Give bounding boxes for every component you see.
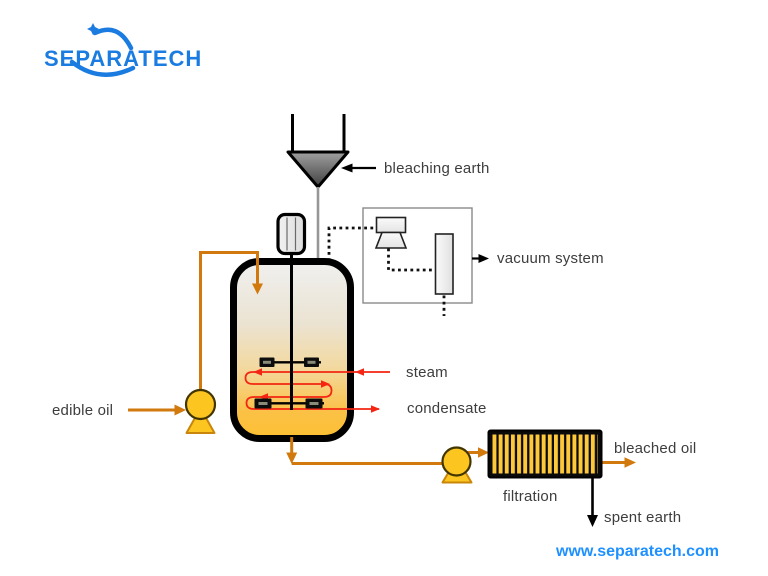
edible-oil-label: edible oil	[52, 402, 114, 419]
feed-pump-icon	[184, 388, 217, 434]
bleaching-earth-arrow	[341, 163, 376, 173]
bleaching-earth-hopper-icon	[286, 114, 350, 189]
vacuum-system-label: vacuum system	[497, 250, 604, 267]
vacuum-column-icon	[434, 233, 454, 295]
spent-earth-arrow	[587, 477, 598, 527]
vacuum-unit-box	[362, 207, 473, 304]
ejector-icon	[375, 216, 407, 234]
vacuum-system-arrow	[472, 254, 489, 263]
ejector-diffuser-icon	[374, 231, 408, 249]
logo-text: SEPARATECH	[44, 46, 203, 71]
bleaching-earth-label: bleaching earth	[384, 160, 490, 177]
vapour-dotted-lines	[327, 226, 446, 316]
filter-icon	[487, 429, 603, 479]
sparkle-icon	[87, 23, 99, 35]
agitator-icon	[254, 253, 324, 410]
agitator-motor-icon	[276, 212, 307, 256]
condensate-label: condensate	[407, 400, 487, 417]
spent-earth-label: spent earth	[604, 509, 682, 526]
filtration-label: filtration	[503, 488, 558, 505]
discharge-pump-icon	[441, 446, 473, 484]
bleached-oil-label: bleached oil	[614, 440, 697, 457]
steam-label: steam	[406, 364, 448, 381]
oil-pipe-arrowheads	[174, 283, 636, 468]
website-link[interactable]: www.separatech.com	[556, 543, 720, 560]
logo-swoosh-icon	[69, 23, 136, 77]
